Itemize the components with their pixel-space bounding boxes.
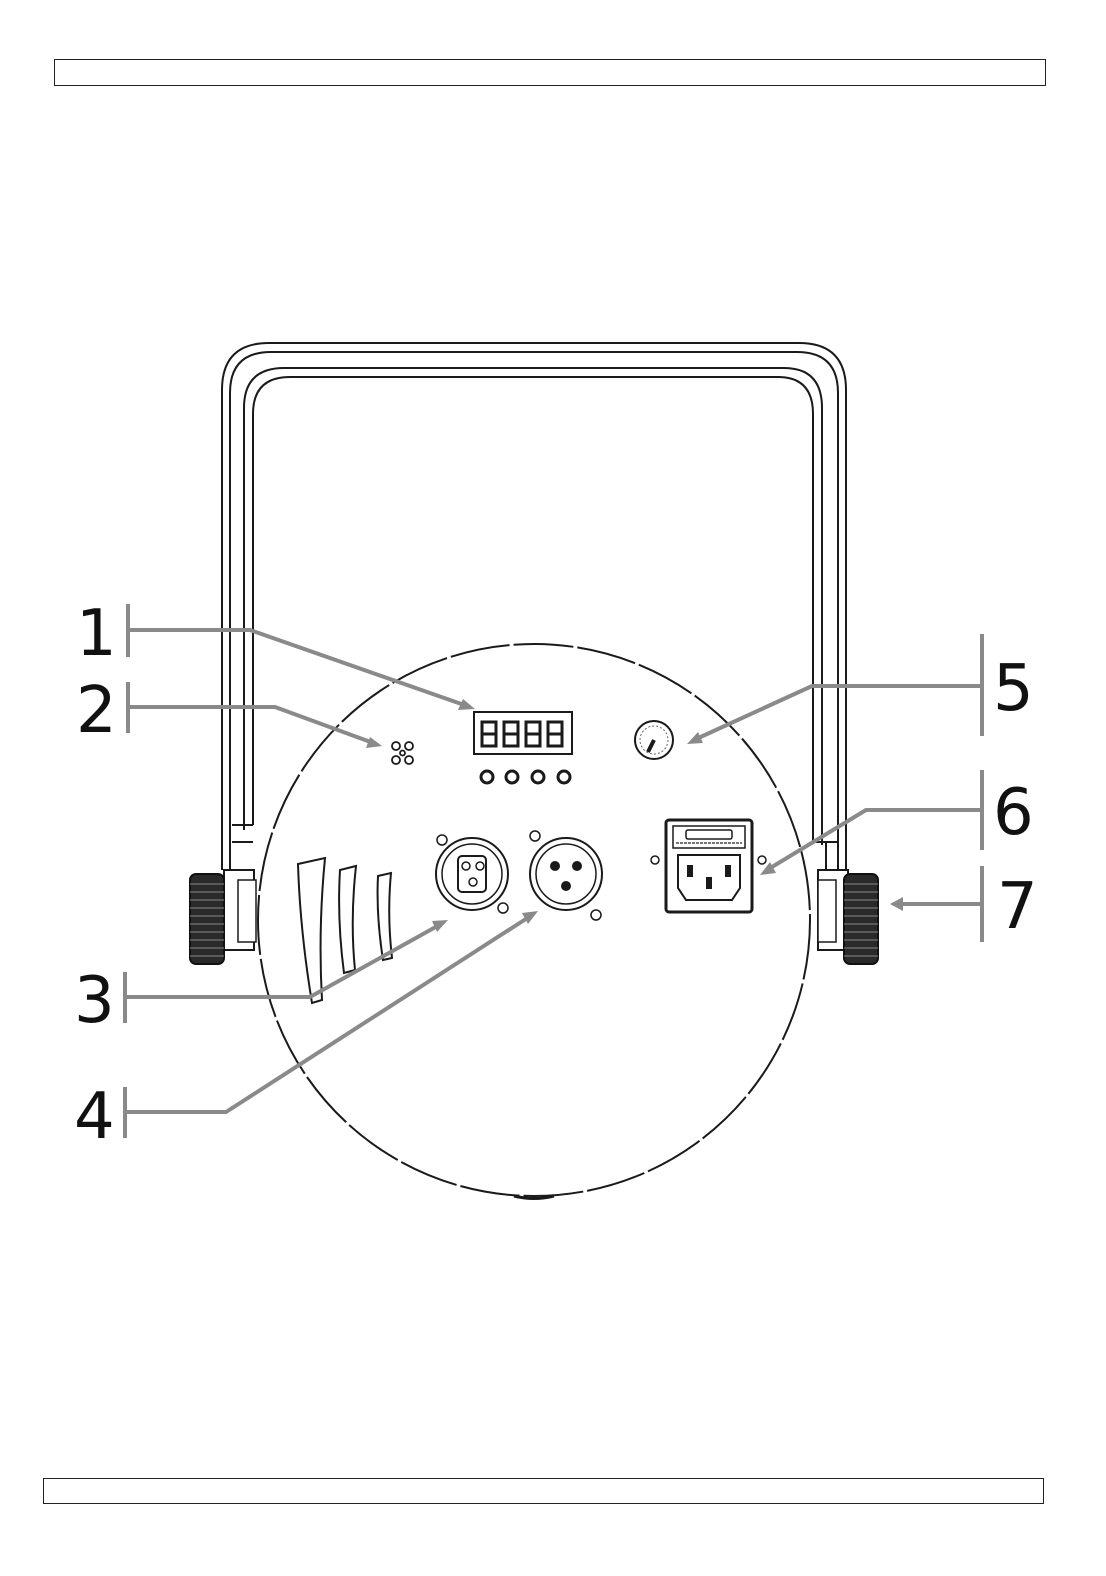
adjust-knob[interactable] xyxy=(635,721,673,759)
leader-arrow-7 xyxy=(890,897,903,911)
left-bracket-knob[interactable] xyxy=(190,870,256,964)
right-bracket-knob[interactable] xyxy=(818,870,878,964)
power-inlet[interactable] xyxy=(651,820,766,912)
callout-number-3: 3 xyxy=(74,964,115,1038)
callout-number-5: 5 xyxy=(993,652,1034,726)
led-display xyxy=(474,712,572,754)
footer-box xyxy=(43,1478,1044,1504)
callout-number-1: 1 xyxy=(76,597,117,671)
callout-number-2: 2 xyxy=(76,674,117,748)
callout-number-6: 6 xyxy=(993,776,1034,850)
callout-number-4: 4 xyxy=(74,1080,115,1154)
callout-number-7: 7 xyxy=(997,870,1038,944)
